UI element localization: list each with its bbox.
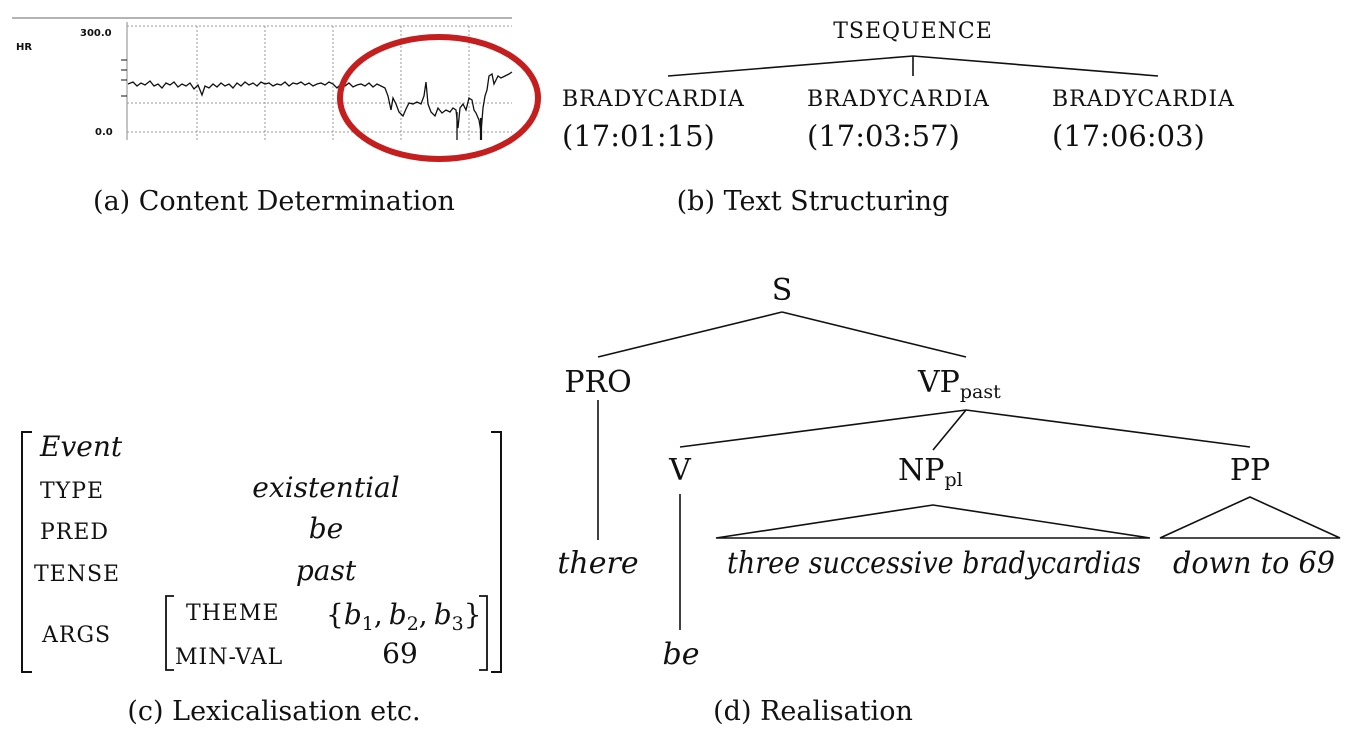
set-sub-2: 2 [407,613,419,635]
y-min-label: 0.0 [95,127,113,138]
caption-c: (c) Lexicalisation etc. [127,696,420,727]
set-b3: b [434,598,452,631]
vp-label: VP [917,365,960,400]
set-sub-3: 3 [452,613,464,635]
pro-node: PRO [564,365,631,400]
args-left-bracket [165,595,174,671]
avm-right-bracket [491,431,502,673]
value-tense: past [296,554,357,587]
chart-ticks [121,59,127,97]
edge-vp-pp [965,409,1251,448]
vp-subscript: past [960,381,1001,403]
there-leaf: there [557,546,638,581]
bradycardia-node-1: BRADYCARDIA [562,87,745,112]
set-comma-2: , [419,598,428,631]
avm-type-name: Event [39,430,123,463]
feature-min-val: MIN-VAL [175,645,283,670]
feature-type: TYPE [40,479,104,504]
highlight-ellipse [337,34,541,162]
chart-gridlines [127,25,512,140]
bradycardia-node-3: BRADYCARDIA [1052,87,1235,112]
value-pred: be [309,512,344,545]
s-node: S [772,273,793,308]
edge-tsequence-1 [667,55,914,77]
tsequence-node: TSEQUENCE [833,19,993,44]
pp-node: PP [1230,453,1270,488]
panel-a-content-determination: HR 300.0 0.0 (a) Content Determination [12,17,541,217]
edge-vp-v [679,409,967,448]
caption-b: (b) Text Structuring [677,186,950,217]
set-comma-1: , [374,598,383,631]
hr-axis-label: HR [16,42,32,53]
feature-theme: THEME [186,601,280,626]
args-right-bracket [479,595,488,671]
pp-phrase: down to 69 [1173,546,1335,581]
panel-b-text-structuring: TSEQUENCE BRADYCARDIA BRADYCARDIA BRADYC… [562,19,1235,217]
set-b1: b [344,598,362,631]
edge-vp-np [932,409,967,451]
time-2: (17:03:57) [807,119,960,153]
np-subscript: pl [944,469,962,491]
np-node: NPpl [898,453,963,491]
y-max-label: 300.0 [80,28,112,39]
edge-s-pro [597,311,783,358]
set-sub-1: 1 [362,613,374,635]
avm-left-bracket [21,431,32,673]
bradycardia-node-2: BRADYCARDIA [807,87,990,112]
panel-c-lexicalisation: Event TYPE existential PRED be TENSE pas… [21,430,502,727]
np-label: NP [898,453,944,488]
pp-triangle [1159,496,1341,539]
panel-d-realisation: S PRO VPpast V NPpl PP there three succe… [557,273,1341,727]
time-1: (17:01:15) [562,119,715,153]
value-theme-set: {b1,b2,b3} [326,598,482,635]
be-leaf: be [663,637,700,672]
value-type: existential [252,471,399,504]
set-open-brace: { [326,598,344,631]
np-phrase: three successive bradycardias [727,546,1141,581]
v-node: V [668,453,692,488]
feature-pred: PRED [40,520,109,545]
feature-tense: TENSE [34,562,120,587]
edge-tsequence-3 [912,55,1159,77]
time-3: (17:06:03) [1052,119,1205,153]
feature-args: ARGS [41,623,111,648]
caption-d: (d) Realisation [713,696,913,727]
set-b2: b [389,598,407,631]
set-close-brace: } [464,598,482,631]
vp-node: VPpast [917,365,1001,403]
heart-rate-trace [127,71,513,133]
np-triangle [715,504,1151,539]
value-min-val: 69 [382,637,418,670]
edge-s-vp [781,311,967,358]
caption-a: (a) Content Determination [93,186,455,217]
